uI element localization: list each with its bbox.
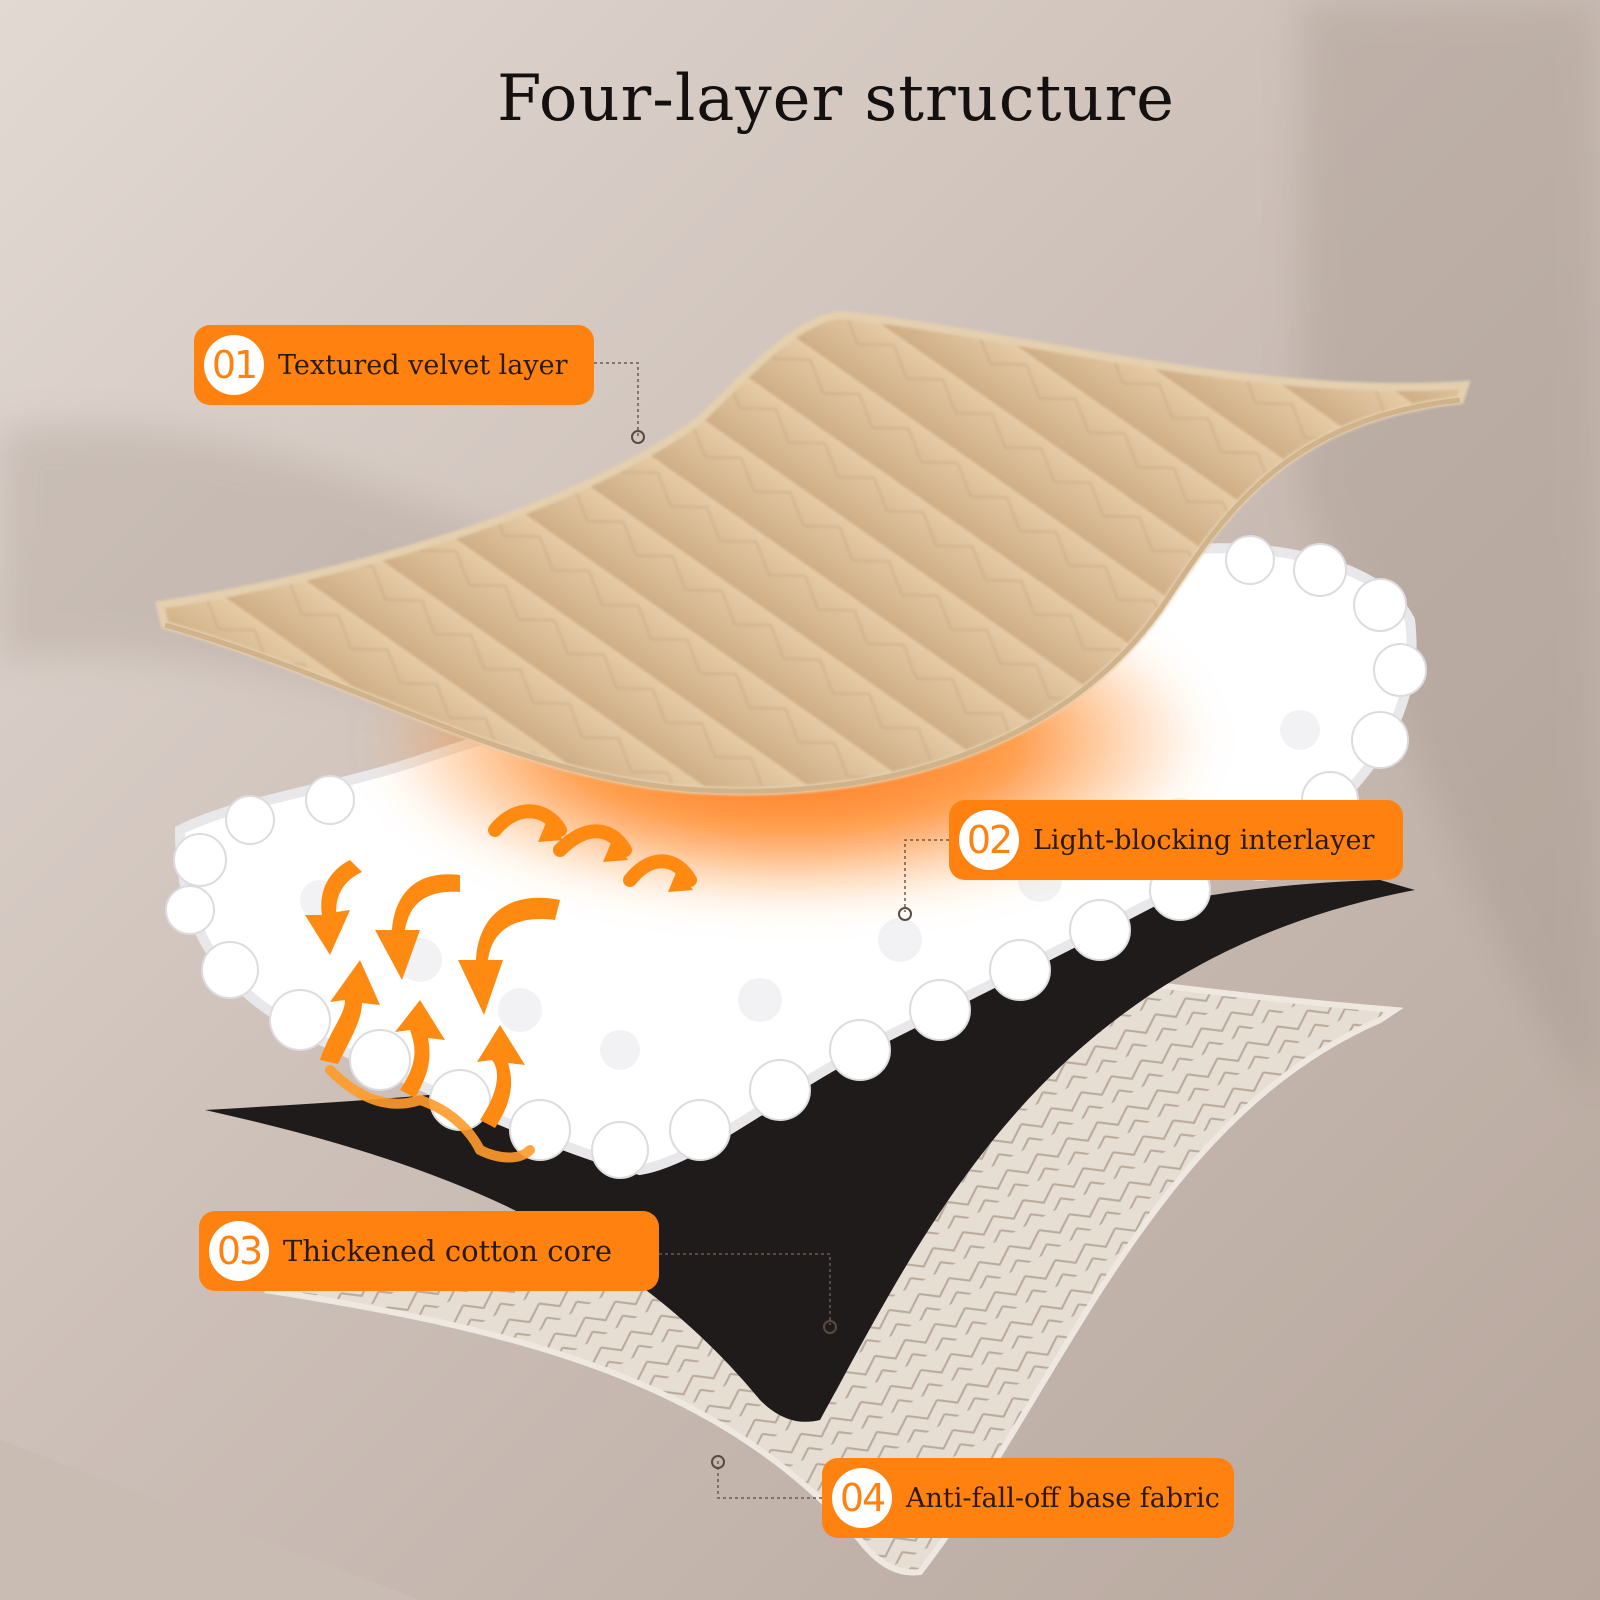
layer-black-sheet <box>205 880 1415 1422</box>
callout-layer-02: 02 Light-blocking interlayer <box>949 800 1403 880</box>
page-title: Four-layer structure <box>496 62 1176 136</box>
callout-number: 03 <box>209 1221 269 1281</box>
callout-layer-01: 01 Textured velvet layer <box>194 325 594 405</box>
heat-arrow-icon <box>325 1065 535 1163</box>
callout-layer-03: 03 Thickened cotton core <box>199 1211 659 1291</box>
callout-number: 04 <box>832 1468 892 1528</box>
callout-label: Light-blocking interlayer <box>1033 824 1375 856</box>
heat-arrow-icon <box>488 804 697 892</box>
callout-layer-04: 04 Anti-fall-off base fabric <box>822 1458 1234 1538</box>
background-floor <box>0 1440 420 1600</box>
callout-label: Thickened cotton core <box>283 1234 612 1268</box>
leader-dot <box>631 430 912 1469</box>
callout-label: Anti-fall-off base fabric <box>906 1482 1220 1514</box>
background-shadow <box>1300 0 1600 1100</box>
callout-number: 02 <box>959 810 1019 870</box>
callout-label: Textured velvet layer <box>278 349 568 381</box>
leader-line <box>594 362 949 1499</box>
heat-arrow-icon <box>305 860 560 1128</box>
callout-number: 01 <box>204 335 264 395</box>
